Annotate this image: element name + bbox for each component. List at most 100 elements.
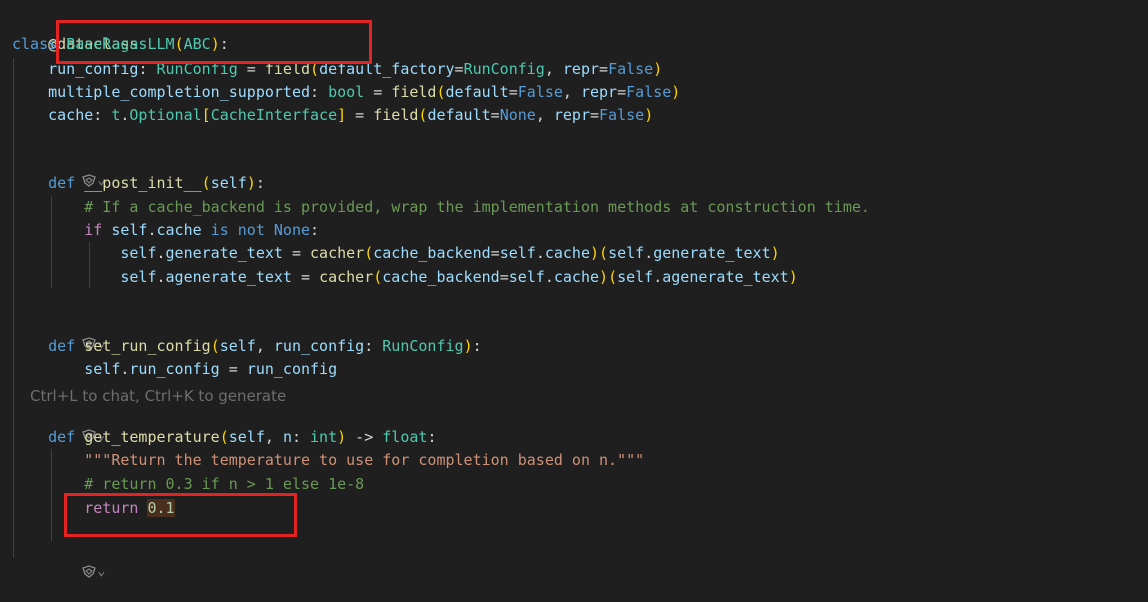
param: run_config bbox=[273, 337, 365, 355]
indent-guide bbox=[51, 196, 52, 288]
param: n bbox=[282, 428, 292, 446]
keyword-if: if bbox=[84, 221, 103, 239]
operator: = bbox=[237, 60, 265, 78]
constant: None bbox=[273, 221, 311, 239]
type-annotation: RunConfig bbox=[156, 60, 238, 78]
code-line-14[interactable]: """Return the temperature to use for com… bbox=[12, 449, 644, 472]
operator: = bbox=[508, 83, 518, 101]
code-line-16[interactable]: return 0.1 bbox=[12, 497, 175, 520]
comma: , bbox=[255, 337, 274, 355]
paren: ) bbox=[210, 35, 220, 53]
operator: = bbox=[454, 60, 464, 78]
comma: , bbox=[562, 83, 581, 101]
return-arrow: -> bbox=[346, 428, 383, 446]
paren: ( bbox=[201, 174, 211, 192]
paren: ) bbox=[599, 268, 609, 286]
highlight-box-return-value bbox=[64, 493, 297, 537]
ai-sparkle-icon[interactable] bbox=[81, 428, 97, 443]
comment: # return 0.3 if n > 1 else 1e-8 bbox=[84, 475, 365, 493]
attribute: multiple_completion_supported bbox=[48, 83, 311, 101]
constant: False bbox=[626, 83, 672, 101]
type-annotation: Optional bbox=[129, 106, 202, 124]
code-line-2[interactable]: class BaseRagasLLM(ABC): bbox=[12, 33, 229, 56]
keyword-return: return bbox=[84, 499, 139, 517]
class-name: BaseRagasLLM bbox=[66, 35, 175, 53]
function-name: __post_init__ bbox=[84, 174, 202, 192]
code-line-6[interactable]: def __post_init__(self): bbox=[12, 172, 265, 195]
self-ref: self bbox=[508, 268, 545, 286]
code-line-7[interactable]: # If a cache_backend is provided, wrap t… bbox=[12, 196, 870, 219]
kwarg: repr bbox=[580, 83, 618, 101]
colon: : bbox=[472, 337, 482, 355]
ai-sparkle-icon[interactable] bbox=[81, 173, 97, 188]
code-line-13[interactable]: def get_temperature(self, n: int) -> flo… bbox=[12, 426, 436, 449]
self-ref: self bbox=[608, 244, 645, 262]
codelens-actions[interactable]: ⌄ bbox=[50, 406, 105, 443]
paren: ) bbox=[653, 60, 663, 78]
code-line-8[interactable]: if self.cache is not None: bbox=[12, 219, 319, 242]
bracket: [ bbox=[201, 106, 211, 124]
function-call: cacher bbox=[310, 244, 365, 262]
operator: = bbox=[617, 83, 627, 101]
constant: False bbox=[608, 60, 654, 78]
chevron-down-icon[interactable]: ⌄ bbox=[97, 336, 106, 351]
comma: , bbox=[544, 60, 563, 78]
codelens-actions[interactable]: ⌄ bbox=[50, 314, 105, 351]
type-argument: CacheInterface bbox=[210, 106, 338, 124]
dot: . bbox=[644, 244, 654, 262]
self-ref: self bbox=[617, 268, 654, 286]
type-annotation: RunConfig bbox=[382, 337, 464, 355]
operator: = bbox=[490, 106, 500, 124]
paren: ) bbox=[590, 244, 600, 262]
return-type: float bbox=[382, 428, 428, 446]
comma: , bbox=[264, 428, 283, 446]
paren: ) bbox=[337, 428, 347, 446]
code-line-15[interactable]: # return 0.3 if n > 1 else 1e-8 bbox=[12, 473, 364, 496]
value: run_config bbox=[246, 360, 338, 378]
keyword-def: def bbox=[48, 428, 76, 446]
colon: : bbox=[219, 35, 229, 53]
kwarg: repr bbox=[562, 60, 600, 78]
paren: ( bbox=[364, 244, 374, 262]
indent-guide bbox=[89, 242, 90, 288]
ai-sparkle-icon[interactable] bbox=[81, 564, 97, 579]
operator: = bbox=[282, 244, 311, 262]
keyword-not: not bbox=[237, 221, 265, 239]
paren: ( bbox=[219, 428, 229, 446]
dot: . bbox=[156, 244, 166, 262]
paren: ) bbox=[671, 83, 681, 101]
operator: = bbox=[499, 268, 509, 286]
code-line-3[interactable]: run_config: RunConfig = field(default_fa… bbox=[12, 58, 662, 81]
paren: ( bbox=[608, 268, 618, 286]
code-line-1[interactable]: @dataclass bbox=[12, 10, 138, 53]
codelens-actions[interactable]: ⌄ bbox=[50, 151, 105, 188]
code-line-11[interactable]: def set_run_config(self, run_config: Run… bbox=[12, 335, 482, 358]
code-line-4[interactable]: multiple_completion_supported: bool = fi… bbox=[12, 81, 680, 104]
kwarg: repr bbox=[553, 106, 590, 124]
chevron-down-icon[interactable]: ⌄ bbox=[97, 428, 106, 443]
indent-guide bbox=[13, 58, 14, 558]
code-line-9[interactable]: self.generate_text = cacher(cache_backen… bbox=[12, 242, 780, 265]
keyword-is: is bbox=[210, 221, 229, 239]
code-editor[interactable]: @dataclass class BaseRagasLLM(ABC): run_… bbox=[0, 0, 1148, 579]
paren: ) bbox=[770, 244, 780, 262]
decorator: @dataclass bbox=[48, 35, 139, 53]
colon: : bbox=[310, 221, 320, 239]
colon: : bbox=[255, 174, 265, 192]
chevron-down-icon[interactable]: ⌄ bbox=[97, 564, 106, 579]
codelens-actions[interactable]: ⌄ bbox=[50, 542, 105, 579]
comment: # If a cache_backend is provided, wrap t… bbox=[84, 198, 870, 216]
function-name: set_run_config bbox=[84, 337, 211, 355]
code-line-5[interactable]: cache: t.Optional[CacheInterface] = fiel… bbox=[12, 104, 653, 127]
dot: . bbox=[544, 268, 554, 286]
colon: : bbox=[427, 428, 437, 446]
keyword-def: def bbox=[48, 337, 76, 355]
ai-sparkle-icon[interactable] bbox=[81, 336, 97, 351]
colon: : bbox=[93, 106, 103, 124]
self-ref: self bbox=[499, 244, 536, 262]
constant: False bbox=[599, 106, 645, 124]
code-line-12[interactable]: self.run_config = run_config bbox=[12, 358, 337, 381]
code-line-10[interactable]: self.agenerate_text = cacher(cache_backe… bbox=[12, 266, 797, 289]
chevron-down-icon[interactable]: ⌄ bbox=[97, 173, 106, 188]
type-annotation: bool bbox=[328, 83, 365, 101]
